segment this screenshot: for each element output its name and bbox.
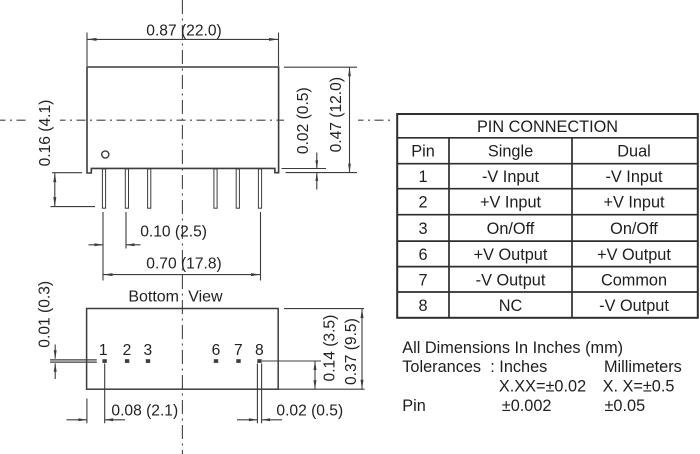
svg-text:0.10 (2.5): 0.10 (2.5): [140, 224, 207, 241]
svg-text:Millimeters: Millimeters: [604, 358, 682, 376]
svg-text:0.14 (3.5): 0.14 (3.5): [322, 315, 339, 382]
svg-text:0.47 (12.0): 0.47 (12.0): [328, 77, 345, 152]
svg-text:X.XX=±0.02: X.XX=±0.02: [499, 378, 586, 396]
svg-text:±0.002: ±0.002: [502, 397, 552, 415]
svg-text:-V Input: -V Input: [482, 168, 539, 186]
svg-text:NC: NC: [499, 297, 523, 315]
svg-text:7: 7: [418, 271, 427, 289]
svg-text:8: 8: [418, 297, 427, 315]
svg-text:Tolerances: Tolerances: [402, 358, 481, 376]
svg-text:3: 3: [143, 342, 152, 359]
svg-text:0.02 (0.5): 0.02 (0.5): [276, 402, 343, 419]
svg-text:0.08 (2.1): 0.08 (2.1): [111, 402, 178, 419]
svg-text:All Dimensions In Inches (mm): All Dimensions In Inches (mm): [402, 339, 623, 357]
svg-text:-V Output: -V Output: [476, 271, 546, 289]
svg-text:1: 1: [418, 168, 427, 186]
svg-text:Bottom: Bottom: [128, 288, 179, 305]
svg-text:View: View: [188, 288, 223, 305]
svg-text:0.01 (0.3): 0.01 (0.3): [37, 281, 54, 348]
svg-text:+V Input: +V Input: [480, 194, 542, 212]
svg-text:On/Off: On/Off: [610, 220, 658, 238]
svg-text:+V Input: +V Input: [603, 194, 665, 212]
svg-text:3: 3: [418, 220, 427, 238]
svg-text:+V Output: +V Output: [474, 246, 548, 264]
svg-text:Inches: Inches: [499, 358, 547, 376]
svg-text:Pin: Pin: [402, 397, 426, 415]
svg-text:-V Output: -V Output: [599, 297, 669, 315]
svg-text:1: 1: [99, 342, 108, 359]
svg-text:-V Input: -V Input: [605, 168, 662, 186]
svg-text:Common: Common: [601, 271, 667, 289]
svg-text:7: 7: [234, 342, 243, 359]
svg-text:PIN CONNECTION: PIN CONNECTION: [477, 118, 618, 136]
svg-text:6: 6: [418, 246, 427, 264]
svg-text:X. X=±0.5: X. X=±0.5: [603, 378, 675, 396]
svg-text:2: 2: [123, 342, 132, 359]
svg-text:0.87 (22.0): 0.87 (22.0): [146, 22, 221, 39]
svg-text:Pin: Pin: [411, 143, 435, 161]
svg-text:6: 6: [212, 342, 221, 359]
svg-text:2: 2: [418, 194, 427, 212]
svg-text::: :: [490, 358, 495, 376]
svg-text:+V Output: +V Output: [597, 246, 671, 264]
svg-text:0.02 (0.5): 0.02 (0.5): [295, 87, 312, 154]
svg-text:8: 8: [255, 342, 264, 359]
svg-text:0.37 (9.5): 0.37 (9.5): [343, 318, 360, 385]
svg-text:On/Off: On/Off: [487, 220, 535, 238]
svg-text:0.16 (4.1): 0.16 (4.1): [37, 100, 54, 167]
svg-text:Dual: Dual: [617, 143, 651, 161]
svg-text:Single: Single: [488, 143, 533, 161]
svg-text:0.70 (17.8): 0.70 (17.8): [146, 255, 221, 272]
svg-text:±0.05: ±0.05: [605, 397, 646, 415]
